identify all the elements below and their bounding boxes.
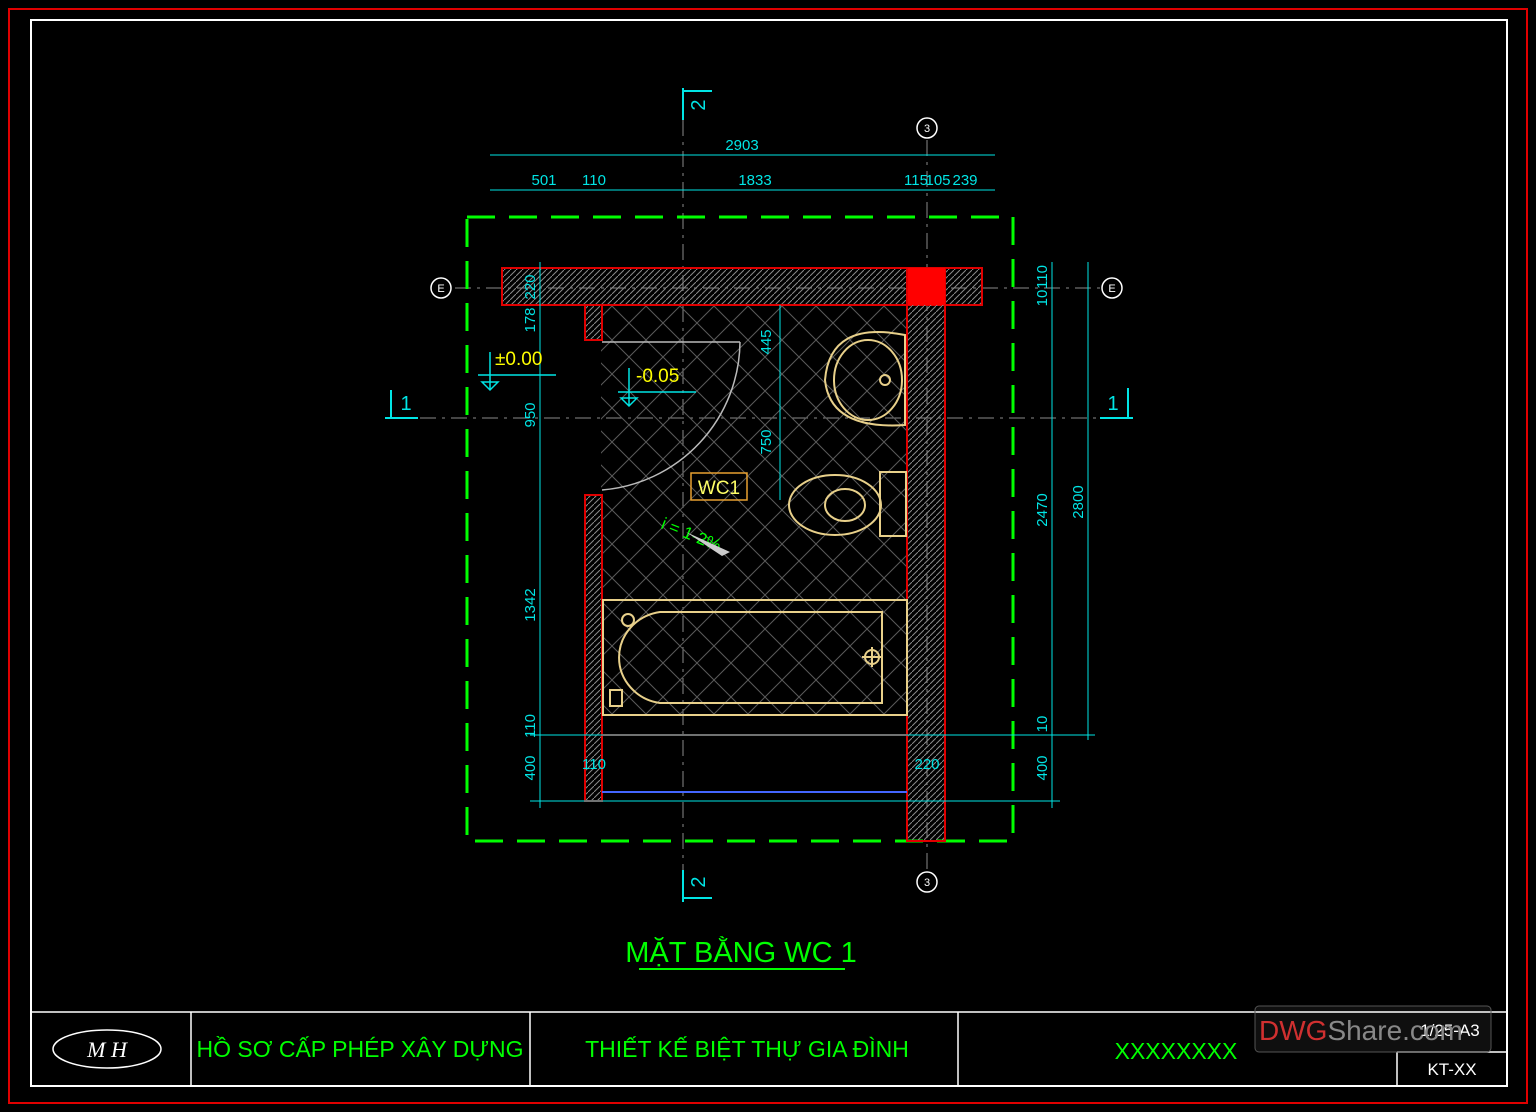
drawing-title: MẶT BẰNG WC 1 xyxy=(625,935,857,969)
title-block-code: XXXXXXXX xyxy=(1115,1038,1238,1064)
dim-right-6: 400 xyxy=(1034,755,1051,780)
dim-left-4: 1342 xyxy=(522,588,539,621)
axis-bubble-3-top: 3 xyxy=(916,117,938,139)
title-block-project: THIẾT KẾ BIỆT THỰ GIA ĐÌNH xyxy=(585,1035,909,1062)
dim-right-2: 10 xyxy=(1034,290,1051,307)
svg-text:E: E xyxy=(437,283,444,295)
dim-left-1: 220 xyxy=(522,274,539,299)
dim-inner-4: 220 xyxy=(914,756,939,773)
dim-top-1: 501 xyxy=(531,172,556,189)
axis-bubble-e-right: E xyxy=(1101,277,1123,299)
section-marker-2-bottom xyxy=(682,870,712,902)
dim-left-2: 178 xyxy=(522,307,539,332)
dim-top-2: 110 xyxy=(582,172,606,189)
section-label-1-left: 1 xyxy=(400,393,411,415)
dim-left-6: 400 xyxy=(522,755,539,780)
title-block-permit: HỒ SƠ CẤP PHÉP XÂY DỰNG xyxy=(197,1035,524,1062)
watermark-box xyxy=(1254,1005,1492,1053)
section-marker-2-top xyxy=(682,88,712,120)
svg-text:3: 3 xyxy=(924,123,930,135)
slope-arrow-icon xyxy=(686,532,730,556)
dim-right-1: 110 xyxy=(1034,265,1051,289)
room-label: WC1 xyxy=(698,478,740,499)
dim-inner-3: 110 xyxy=(582,756,606,773)
watermark: DWGShare.com xyxy=(1259,1015,1463,1046)
dim-right-4: 2800 xyxy=(1070,485,1087,518)
dim-top-6: 239 xyxy=(952,172,977,189)
title-block-sheet-no: KT-XX xyxy=(1427,1060,1476,1079)
dim-top-4: 115 xyxy=(904,172,928,189)
dim-left-5: 110 xyxy=(522,714,539,738)
outer-border xyxy=(8,8,1528,1104)
dim-top-3: 1833 xyxy=(738,172,771,189)
logo-icon xyxy=(52,1029,162,1069)
section-label-2-top: 2 xyxy=(688,99,710,110)
title-block-scale: 1/25-A3 xyxy=(1420,1021,1480,1040)
dim-right-5: 10 xyxy=(1034,716,1051,733)
level-wc: -0.05 xyxy=(636,366,679,387)
dim-overall: 2903 xyxy=(725,137,758,154)
svg-text:3: 3 xyxy=(924,877,930,889)
basin xyxy=(823,331,906,427)
section-marker-1-right xyxy=(1100,388,1133,419)
dim-top-5: 105 xyxy=(925,172,950,189)
floor-tiles xyxy=(601,305,907,715)
inner-border xyxy=(30,19,1508,1087)
toilet xyxy=(788,471,907,537)
walls xyxy=(501,267,983,842)
level-main: ±0.00 xyxy=(495,349,542,370)
dim-right-3: 2470 xyxy=(1034,493,1051,526)
dim-inner-1: 445 xyxy=(758,329,775,354)
dimension-lines xyxy=(490,154,1095,808)
door xyxy=(601,341,741,491)
section-label-2-bottom: 2 xyxy=(688,876,710,887)
dim-inner-2: 750 xyxy=(758,429,775,454)
column xyxy=(908,268,945,305)
bathtub xyxy=(602,599,908,716)
logo-text: M H xyxy=(86,1037,128,1062)
level-marker-main xyxy=(478,352,556,392)
section-marker-1-left xyxy=(385,390,418,419)
plan-boundary xyxy=(465,215,1015,843)
level-marker-wc xyxy=(618,368,696,408)
room-label-box xyxy=(690,472,748,501)
axis-bubble-e-left: E xyxy=(430,277,452,299)
axis-bubble-3-bottom: 3 xyxy=(916,871,938,893)
dim-left-3: 950 xyxy=(522,402,539,427)
section-label-1-right: 1 xyxy=(1107,393,1118,415)
svg-text:E: E xyxy=(1108,283,1115,295)
